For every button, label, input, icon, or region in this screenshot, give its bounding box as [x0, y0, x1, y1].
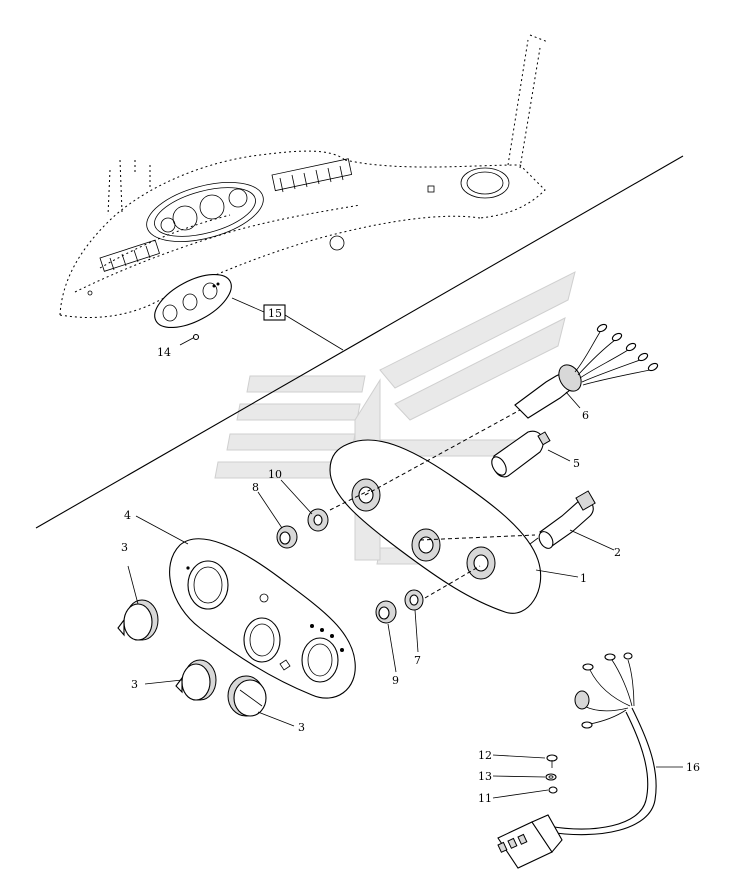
callout-9: 9: [392, 674, 399, 687]
callout-5: 5: [573, 457, 580, 470]
washer-part-10: [307, 508, 329, 532]
callout-3-b: 3: [131, 678, 138, 691]
dashboard-assembly: [59, 34, 549, 319]
callout-11: 11: [478, 792, 492, 805]
callout-15: 15: [268, 307, 282, 320]
switch-with-wires-part-6: [514, 323, 659, 419]
callout-4: 4: [124, 509, 131, 522]
callout-6: 6: [582, 409, 589, 422]
back-plate-part-1: [329, 439, 542, 614]
knob-part-3-c: [227, 675, 267, 717]
washer-part-7: [404, 589, 424, 611]
dashboard-small-panel: [154, 273, 232, 329]
nut-part-9: [375, 600, 397, 624]
bulb-holder-part-5: [491, 430, 551, 478]
screw-part-12: [546, 754, 558, 768]
callout-box-15: [263, 304, 286, 321]
knob-part-3-b: [175, 659, 217, 701]
switch-part-2: [529, 490, 596, 549]
nut-part-11: [548, 786, 558, 794]
callout-14: 14: [157, 346, 171, 359]
callout-16: 16: [686, 761, 700, 774]
callout-2: 2: [614, 546, 621, 559]
nut-part-8: [276, 525, 298, 549]
callout-3-a: 3: [121, 541, 128, 554]
callout-1: 1: [580, 572, 587, 585]
knob-part-3-a: [117, 599, 159, 641]
callout-3-c: 3: [298, 721, 305, 734]
callout-7: 7: [414, 654, 421, 667]
callout-13: 13: [478, 770, 492, 783]
callout-10: 10: [268, 468, 282, 481]
separator-line: [35, 155, 684, 529]
callout-12: 12: [478, 749, 492, 762]
leader-lines: [127, 391, 683, 799]
washer-part-13: [545, 773, 557, 781]
front-bezel-part-4: [169, 538, 356, 699]
callout-8: 8: [252, 481, 259, 494]
wiring-harness-part-16: [497, 652, 657, 869]
